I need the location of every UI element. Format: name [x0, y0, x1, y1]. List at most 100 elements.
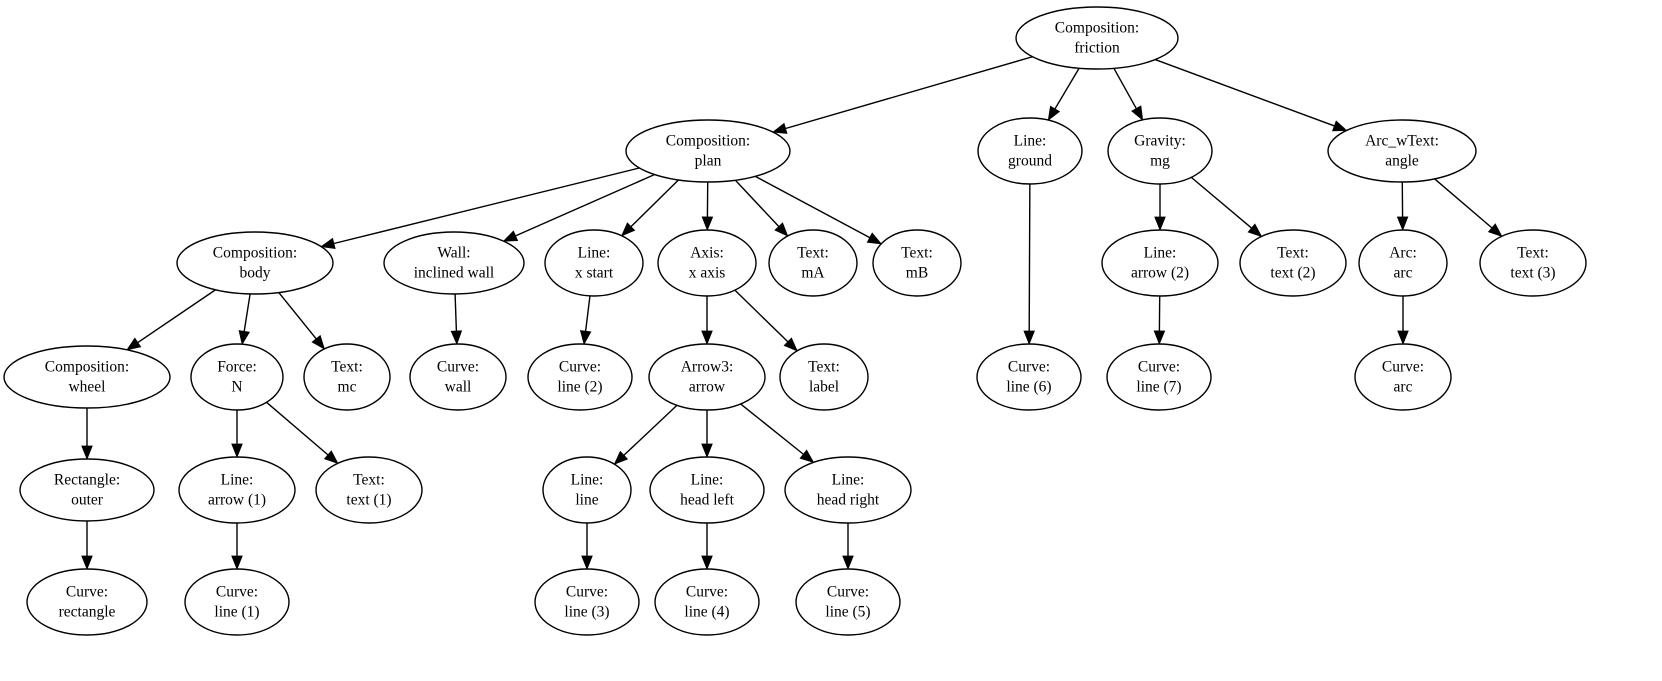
node-headleft[interactable]: Line:head left [649, 456, 765, 524]
node-shape-mA[interactable] [768, 229, 858, 297]
node-shape-forceN[interactable] [190, 343, 284, 411]
node-type-label-text2: Text: [1277, 245, 1309, 262]
arrowhead-icon [774, 222, 789, 237]
node-text1[interactable]: Text:text (1) [315, 456, 423, 524]
node-line5[interactable]: Curve:line (5) [795, 568, 901, 636]
node-shape-headleft[interactable] [649, 456, 765, 524]
node-arrow1[interactable]: Line:arrow (1) [178, 456, 296, 524]
node-line4[interactable]: Curve:line (4) [654, 568, 760, 636]
node-arc_node[interactable]: Arc:arc [1358, 229, 1448, 297]
arrowhead-icon [783, 337, 798, 352]
node-shape-line6[interactable] [976, 343, 1082, 411]
node-name-label-wheel: wheel [68, 379, 105, 396]
node-line6[interactable]: Curve:line (6) [976, 343, 1082, 411]
node-shape-lineline[interactable] [542, 456, 632, 524]
node-type-label-curvewall: Curve: [437, 359, 479, 376]
node-label[interactable]: Text:label [779, 343, 869, 411]
node-shape-wall[interactable] [383, 231, 525, 295]
node-type-label-headleft: Line: [691, 472, 724, 489]
node-shape-arrow2[interactable] [1101, 229, 1219, 297]
node-arcwtext[interactable]: Arc_wText:angle [1327, 119, 1477, 183]
node-name-label-headright: head right [817, 492, 880, 509]
node-type-label-line2: Curve: [559, 359, 601, 376]
node-shape-wheel[interactable] [3, 345, 171, 409]
node-shape-gravity[interactable] [1107, 117, 1213, 185]
node-mB[interactable]: Text:mB [872, 229, 962, 297]
node-shape-text1[interactable] [315, 456, 423, 524]
node-arrow3[interactable]: Arrow3:arrow [648, 343, 766, 411]
node-name-label-plan: plan [695, 153, 722, 170]
node-shape-line2[interactable] [527, 343, 633, 411]
node-shape-line3[interactable] [534, 568, 640, 636]
node-shape-line5[interactable] [795, 568, 901, 636]
node-xstart[interactable]: Line:x start [544, 229, 644, 297]
node-line1[interactable]: Curve:line (1) [184, 568, 290, 636]
node-shape-xaxis[interactable] [657, 229, 757, 297]
node-type-label-plan: Composition: [666, 133, 750, 150]
node-friction[interactable]: Composition:friction [1015, 6, 1179, 70]
node-text2[interactable]: Text: text (2) [1239, 229, 1347, 297]
node-type-label-xstart: Line: [578, 245, 611, 262]
node-shape-friction[interactable] [1015, 6, 1179, 70]
node-arrow2[interactable]: Line:arrow (2) [1101, 229, 1219, 297]
node-lineline[interactable]: Line:line [542, 456, 632, 524]
node-gravity[interactable]: Gravity:mg [1107, 117, 1213, 185]
node-shape-ground[interactable] [977, 117, 1083, 185]
edge-body-to-mc [278, 292, 317, 340]
node-type-label-arrow3: Arrow3: [681, 359, 734, 376]
node-type-label-line5: Curve: [827, 584, 869, 601]
arrowhead-icon [620, 222, 636, 237]
node-shape-line4[interactable] [654, 568, 760, 636]
node-shape-xstart[interactable] [544, 229, 644, 297]
node-type-label-line1: Curve: [216, 584, 258, 601]
node-shape-arc_node[interactable] [1358, 229, 1448, 297]
node-shape-arrow1[interactable] [178, 456, 296, 524]
edge-friction-to-gravity [1113, 67, 1137, 109]
node-line7[interactable]: Curve:line (7) [1106, 343, 1212, 411]
node-shape-arcwtext[interactable] [1327, 119, 1477, 183]
node-shape-outer[interactable] [19, 458, 155, 522]
node-shape-arrow3[interactable] [648, 343, 766, 411]
node-outer[interactable]: Rectangle:outer [19, 458, 155, 522]
node-mA[interactable]: Text:mA [768, 229, 858, 297]
node-shape-text2[interactable] [1239, 229, 1347, 297]
node-text3[interactable]: Text:text (3) [1479, 229, 1587, 297]
node-line2[interactable]: Curve:line (2) [527, 343, 633, 411]
node-wheel[interactable]: Composition:wheel [3, 345, 171, 409]
node-curvearc[interactable]: Curve:arc [1354, 343, 1452, 411]
edge-plan-to-xstart [630, 179, 680, 228]
node-rectangle[interactable]: Curve:rectangle [26, 568, 148, 636]
node-shape-plan[interactable] [625, 119, 791, 183]
arrowhead-icon [1396, 216, 1409, 232]
node-shape-line1[interactable] [184, 568, 290, 636]
node-shape-mc[interactable] [303, 343, 391, 411]
node-name-label-forceN: N [231, 379, 242, 396]
node-curvewall[interactable]: Curve: wall [409, 343, 507, 411]
node-headright[interactable]: Line:head right [784, 456, 912, 524]
node-mc[interactable]: Text:mc [303, 343, 391, 411]
arrowhead-icon [701, 555, 713, 571]
node-shape-headright[interactable] [784, 456, 912, 524]
node-name-label-arrow1: arrow (1) [208, 492, 266, 509]
node-shape-curvewall[interactable] [409, 343, 507, 411]
node-type-label-forceN: Force: [217, 359, 257, 376]
node-body[interactable]: Composition:body [176, 231, 334, 295]
node-plan[interactable]: Composition: plan [625, 119, 791, 183]
node-shape-rectangle[interactable] [26, 568, 148, 636]
node-name-label-text2: text (2) [1270, 265, 1315, 282]
node-ground[interactable]: Line:ground [977, 117, 1083, 185]
node-shape-label[interactable] [779, 343, 869, 411]
node-line3[interactable]: Curve:line (3) [534, 568, 640, 636]
node-shape-curvearc[interactable] [1354, 343, 1452, 411]
node-xaxis[interactable]: Axis:x axis [657, 229, 757, 297]
node-name-label-curvewall: wall [445, 379, 472, 396]
arrowhead-icon [771, 122, 788, 134]
node-shape-text3[interactable] [1479, 229, 1587, 297]
node-shape-line7[interactable] [1106, 343, 1212, 411]
node-shape-body[interactable] [176, 231, 334, 295]
node-wall[interactable]: Wall:inclined wall [383, 231, 525, 295]
node-forceN[interactable]: Force: N [190, 343, 284, 411]
node-shape-mB[interactable] [872, 229, 962, 297]
